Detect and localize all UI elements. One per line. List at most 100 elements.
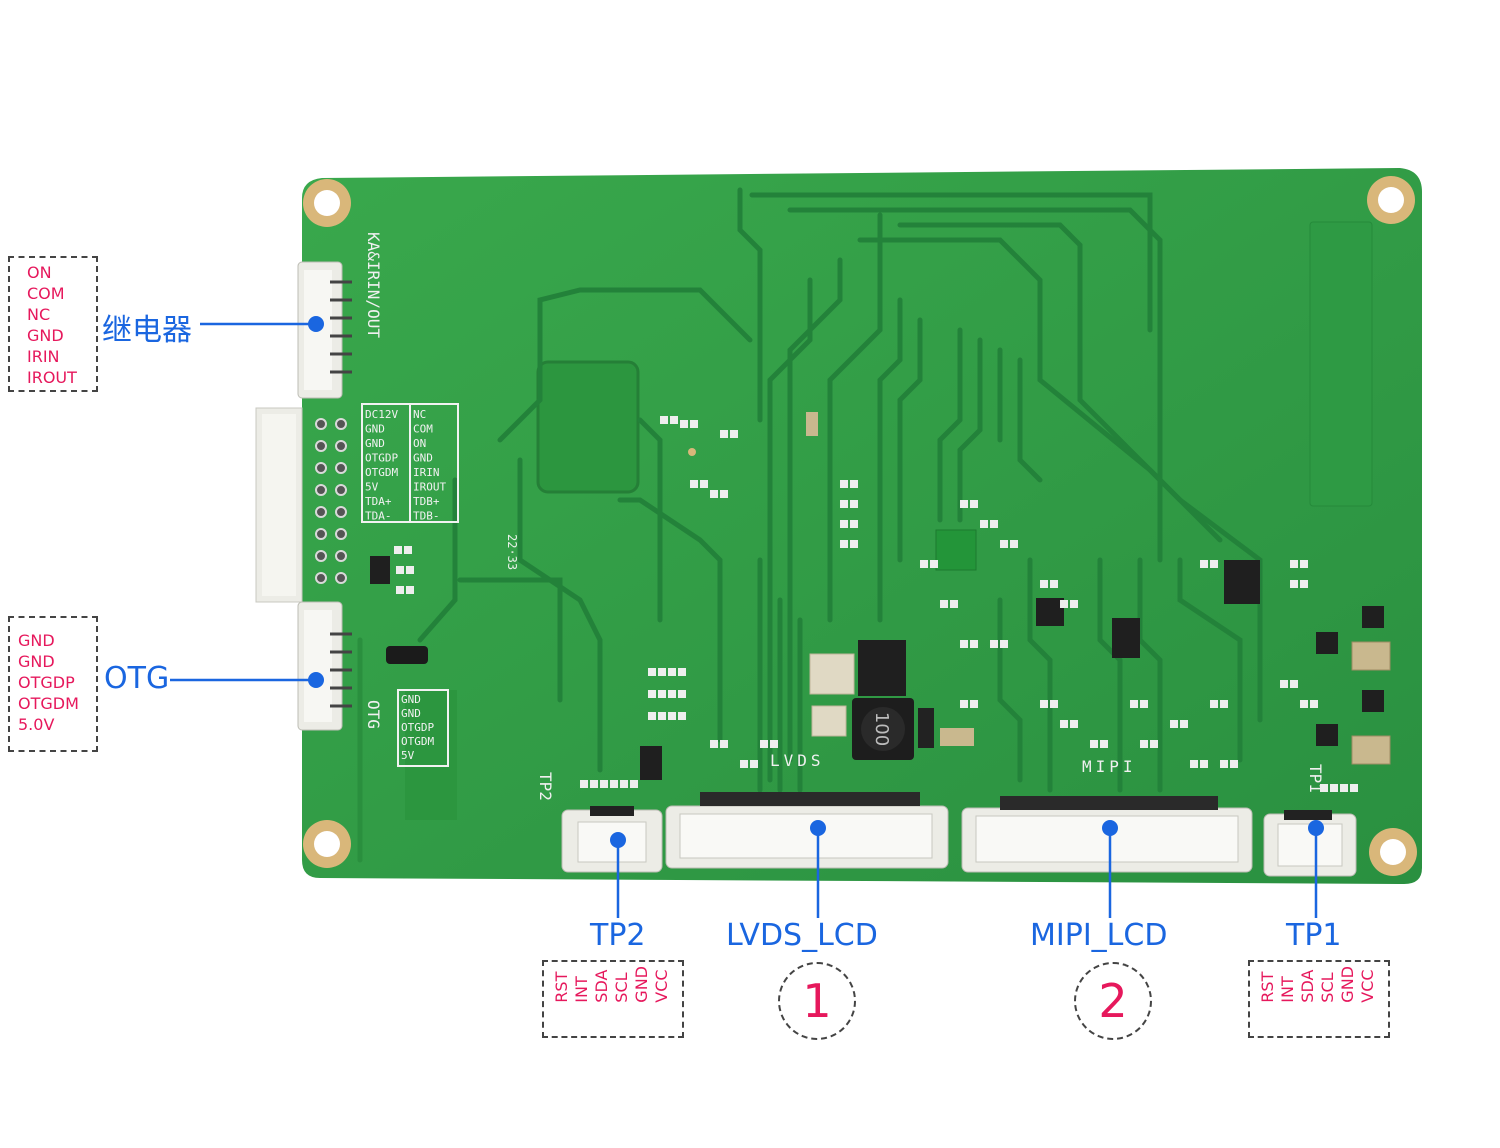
silk-table-left: TDA- <box>365 510 392 523</box>
smd-pad <box>1220 700 1228 708</box>
silk-table-left: 5V <box>365 481 379 494</box>
smd-pad <box>1320 784 1328 792</box>
silk-pin-table-text: DC12VGNDGNDOTGDPOTGDM5VTDA+TDA-NCCOMONGN… <box>365 408 446 523</box>
smd-pad <box>760 740 768 748</box>
relay-label: 继电器 <box>102 313 192 348</box>
smd-pad <box>850 540 858 548</box>
header-pins <box>315 418 347 584</box>
silk-table-right: IRIN <box>413 466 440 479</box>
smd-pad <box>840 500 848 508</box>
smd-pad <box>630 780 638 788</box>
smd-pad <box>580 780 588 788</box>
silk-table-right: GND <box>413 452 433 465</box>
smd-pad <box>658 712 666 720</box>
tp1-pin: VCC <box>1358 969 1377 1003</box>
tp2-pin: INT <box>572 976 591 1003</box>
callout-lines <box>170 316 1324 918</box>
tp1-pin: SCL <box>1318 972 1337 1003</box>
silk-lvds: LVDS <box>770 751 825 770</box>
smd-pad <box>648 690 656 698</box>
smd-pad <box>990 520 998 528</box>
smd-pad <box>1130 700 1138 708</box>
silk-table-right: ON <box>413 437 426 450</box>
smd-pad <box>710 740 718 748</box>
smd-pad <box>1200 560 1208 568</box>
silk-pin-table <box>361 403 459 523</box>
smd-pad <box>850 480 858 488</box>
smd-pad <box>1290 580 1298 588</box>
otg-pin: GND <box>18 631 55 650</box>
smd-pad <box>1050 700 1058 708</box>
mipi-connector <box>961 796 1253 873</box>
smd-pad <box>1090 740 1098 748</box>
smd-pad <box>396 586 404 594</box>
smd-pad <box>930 560 938 568</box>
smd-pad <box>970 700 978 708</box>
smd-pad <box>1100 740 1108 748</box>
components <box>370 412 1391 780</box>
smd-pad <box>710 490 718 498</box>
lvds-number-badge: 1 <box>778 962 856 1040</box>
otg-label: OTG <box>104 661 170 696</box>
relay-pin: COM <box>27 284 65 303</box>
smd-pad <box>970 500 978 508</box>
smd-pad <box>840 480 848 488</box>
smd-pad <box>1310 700 1318 708</box>
smd-pad <box>658 690 666 698</box>
smd-pad <box>840 520 848 528</box>
smd-pad <box>1290 680 1298 688</box>
smd-pad <box>1190 760 1198 768</box>
smd-pad <box>850 500 858 508</box>
power-inductor: 100 <box>852 698 914 760</box>
relay-pin: GND <box>27 326 64 345</box>
inductor-marking: 100 <box>871 712 892 746</box>
tp2-pin: RST <box>552 971 571 1003</box>
smd-pad <box>1070 720 1078 728</box>
smd-pad <box>700 480 708 488</box>
mipi-number-badge: 2 <box>1074 962 1152 1040</box>
smd-pad <box>980 520 988 528</box>
smd-pad <box>1300 700 1308 708</box>
otg-connector <box>297 601 352 731</box>
smd-pad <box>1330 784 1338 792</box>
smd-pad <box>1170 720 1178 728</box>
silk-otg-header: OTG <box>364 700 383 729</box>
smd-pad <box>590 780 598 788</box>
relay-pin: IROUT <box>27 368 77 387</box>
smd-pad <box>1220 760 1228 768</box>
smd-pad <box>850 520 858 528</box>
lvds-connector <box>665 792 949 869</box>
lvds-lcd-label: LVDS_LCD <box>726 918 878 953</box>
smd-pad <box>740 760 748 768</box>
silk-table-right: IROUT <box>413 481 446 494</box>
smd-pad <box>1350 784 1358 792</box>
edge-connector <box>255 407 303 603</box>
smd-pad <box>1050 580 1058 588</box>
smd-pad <box>394 546 402 554</box>
silk-table-left: OTGDM <box>365 466 398 479</box>
smd-pad <box>720 740 728 748</box>
tp2-pin: GND <box>632 966 651 1003</box>
smd-pad <box>1000 640 1008 648</box>
smd-pad <box>720 430 728 438</box>
smd-pad <box>960 500 968 508</box>
pcb-traces <box>357 187 1263 863</box>
silk-date-code: 22·33 <box>505 534 519 570</box>
tp1-label: TP1 <box>1286 918 1342 953</box>
smd-pad <box>406 566 414 574</box>
otg-pin: OTGDP <box>18 673 75 692</box>
smd-pad <box>730 430 738 438</box>
silk-table-right: TDB+ <box>413 495 440 508</box>
smd-pad <box>1300 560 1308 568</box>
smd-pad <box>668 712 676 720</box>
smd-pad <box>1300 580 1308 588</box>
smd-pad <box>1060 720 1068 728</box>
silk-table-left: GND <box>365 437 385 450</box>
otg-pin: GND <box>18 652 55 671</box>
